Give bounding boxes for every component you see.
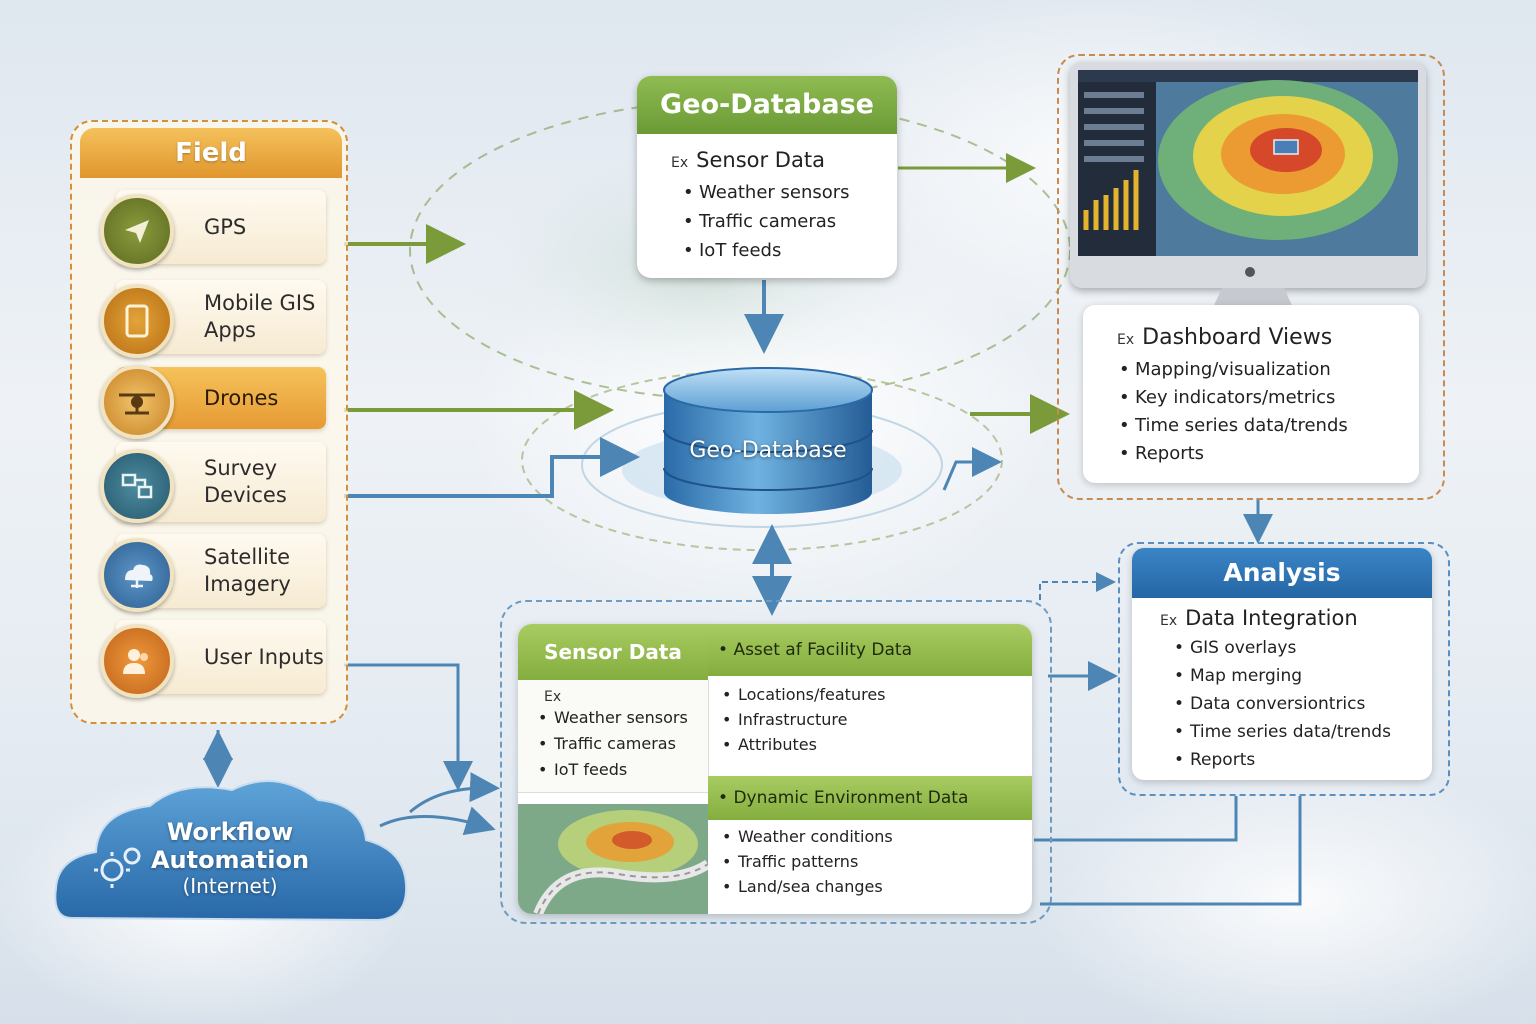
asset-data-title: Asset af Facility Data (733, 640, 912, 660)
field-item-gps[interactable]: GPS (100, 190, 326, 268)
satellite-icon (100, 538, 174, 612)
bottom-data-frame (500, 600, 1052, 924)
list-item: Weather sensors (681, 178, 897, 207)
field-item-user-inputs[interactable]: User Inputs (100, 620, 326, 698)
analysis-frame (1118, 542, 1450, 796)
geo-database-cylinder-label: Geo-Database (689, 438, 847, 463)
ex-label: Ex (544, 689, 562, 705)
field-item-survey-devices[interactable]: Survey Devices (100, 442, 326, 523)
field-item-label: Satellite Imagery (204, 545, 291, 596)
list-item: Traffic patterns (720, 849, 893, 874)
list-item: Traffic cameras (681, 207, 897, 236)
field-item-label: Survey Devices (204, 456, 287, 507)
drone-icon (100, 365, 174, 439)
arrow-bottom-to-analysis-top (1039, 572, 1116, 600)
workflow-line3: (Internet) (182, 874, 278, 898)
arrow-survey-to-db (344, 437, 640, 498)
list-item: Infrastructure (720, 707, 886, 732)
list-item: Weather sensors (536, 705, 708, 731)
bottom-data-card: Sensor Data • Asset af Facility Data Ex … (518, 624, 1032, 914)
workflow-line1: Workflow (166, 818, 294, 846)
line-analysis-to-dynamic (1034, 796, 1238, 842)
list-item: Map merging (1172, 662, 1432, 690)
analysis-subtitle: Data Integration (1185, 606, 1358, 630)
field-item-label: User Inputs (204, 644, 324, 669)
list-item: Time series data/trends (1117, 412, 1419, 440)
list-item: Reports (1172, 746, 1432, 774)
list-item: IoT feeds (681, 236, 897, 265)
geo-database-subtitle: Sensor Data (696, 148, 825, 172)
dashboard-frame (1057, 54, 1445, 500)
field-item-satellite-imagery[interactable]: Satellite Imagery (100, 534, 326, 612)
workflow-line2: Automation (150, 846, 310, 874)
list-item: IoT feeds (536, 757, 708, 783)
list-item: GIS overlays (1172, 634, 1432, 662)
arrow-db-right (942, 447, 1002, 491)
ex-label: Ex (671, 155, 689, 171)
list-item: Data conversiontrics (1172, 690, 1432, 718)
monitor-screen (1078, 70, 1418, 256)
list-item: Weather conditions (720, 824, 893, 849)
list-item: Land/sea changes (720, 874, 893, 899)
list-item: Time series data/trends (1172, 718, 1432, 746)
workflow-automation-label: Workflow Automation (Internet) (120, 818, 340, 898)
geo-database-title: Geo-Database (637, 76, 897, 134)
list-item: Key indicators/metrics (1117, 384, 1419, 412)
field-item-label: GPS (204, 214, 247, 239)
list-item: Attributes (720, 732, 886, 757)
dashboard-map-graphic (1078, 70, 1418, 256)
survey-device-icon (100, 449, 174, 523)
gears-icon (94, 847, 141, 888)
analysis-card: Analysis Ex Data Integration GIS overlays… (1132, 548, 1432, 780)
field-header: Field (80, 128, 342, 178)
paper-plane-icon (100, 194, 174, 268)
geo-database-card: Geo-Database Ex Sensor Data Weather senso… (637, 76, 897, 278)
tablet-icon (100, 284, 174, 358)
field-item-label: Mobile GIS Apps (204, 291, 316, 342)
terrain-map-thumbnail (518, 804, 708, 914)
arrow-cloud-to-bottom (379, 806, 496, 836)
field-item-mobile-gis-apps[interactable]: Mobile GIS Apps (100, 280, 326, 358)
sensor-data-title: Sensor Data (518, 624, 708, 680)
ex-label: Ex (1160, 613, 1178, 629)
arrow-user-to-bottom (344, 663, 473, 791)
arrow-cloud-to-sensor (409, 772, 500, 814)
list-item: Traffic cameras (536, 731, 708, 757)
field-item-drones[interactable]: Drones (100, 365, 326, 439)
ex-label: Ex (1117, 332, 1135, 348)
field-item-label: Drones (204, 385, 279, 410)
dynamic-data-title: Dynamic Environment Data (733, 788, 969, 808)
users-icon (100, 624, 174, 698)
sensor-data-body: Ex Weather sensors Traffic cameras IoT f… (518, 680, 709, 793)
list-item: Mapping/visualization (1117, 356, 1419, 384)
list-item: Reports (1117, 440, 1419, 468)
dashboard-subtitle: Dashboard Views (1142, 325, 1333, 350)
line-analysis-to-bottom (1040, 796, 1302, 906)
list-item: Locations/features (720, 682, 886, 707)
dynamic-data-header: • Dynamic Environment Data (708, 776, 1032, 820)
asset-data-header: • Asset af Facility Data (708, 624, 1032, 676)
analysis-title: Analysis (1132, 548, 1432, 598)
